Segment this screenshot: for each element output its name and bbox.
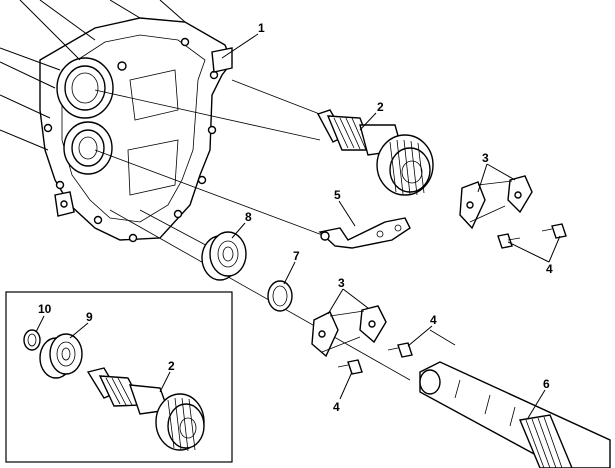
inset-detail: [5, 291, 233, 463]
callout-1: 1: [258, 21, 265, 35]
bolts-upper: [497, 223, 567, 249]
shift-lever: [318, 217, 411, 249]
transmission-housing: [0, 0, 233, 243]
assembly-lines: [94, 79, 456, 381]
callout-4-upper: 4: [546, 262, 553, 276]
callout-8: 8: [245, 210, 252, 224]
input-shaft: [316, 109, 434, 196]
callout-7: 7: [293, 249, 300, 263]
shift-fork-bracket-lower: [311, 305, 387, 358]
callout-3-upper: 3: [482, 151, 489, 165]
callout-4-right: 4: [430, 313, 437, 327]
output-shaft: [419, 361, 611, 468]
callout-2: 2: [377, 100, 384, 114]
snap-ring: [267, 280, 293, 312]
callout-2-inset: 2: [168, 359, 175, 373]
shift-fork-bracket-upper: [459, 175, 533, 230]
bearing: [201, 231, 247, 281]
callout-3-lower: 3: [338, 276, 345, 290]
callout-9: 9: [86, 310, 93, 324]
callout-10: 10: [38, 302, 52, 316]
callout-6: 6: [543, 377, 550, 391]
callout-5: 5: [334, 188, 341, 202]
bolts-lower: [337, 342, 413, 375]
callout-4-lower: 4: [333, 400, 340, 414]
callouts: 1 2 3 4 5 6 7 8 3 4 4 10 9 2: [38, 21, 553, 414]
leader-lines: [35, 33, 561, 419]
